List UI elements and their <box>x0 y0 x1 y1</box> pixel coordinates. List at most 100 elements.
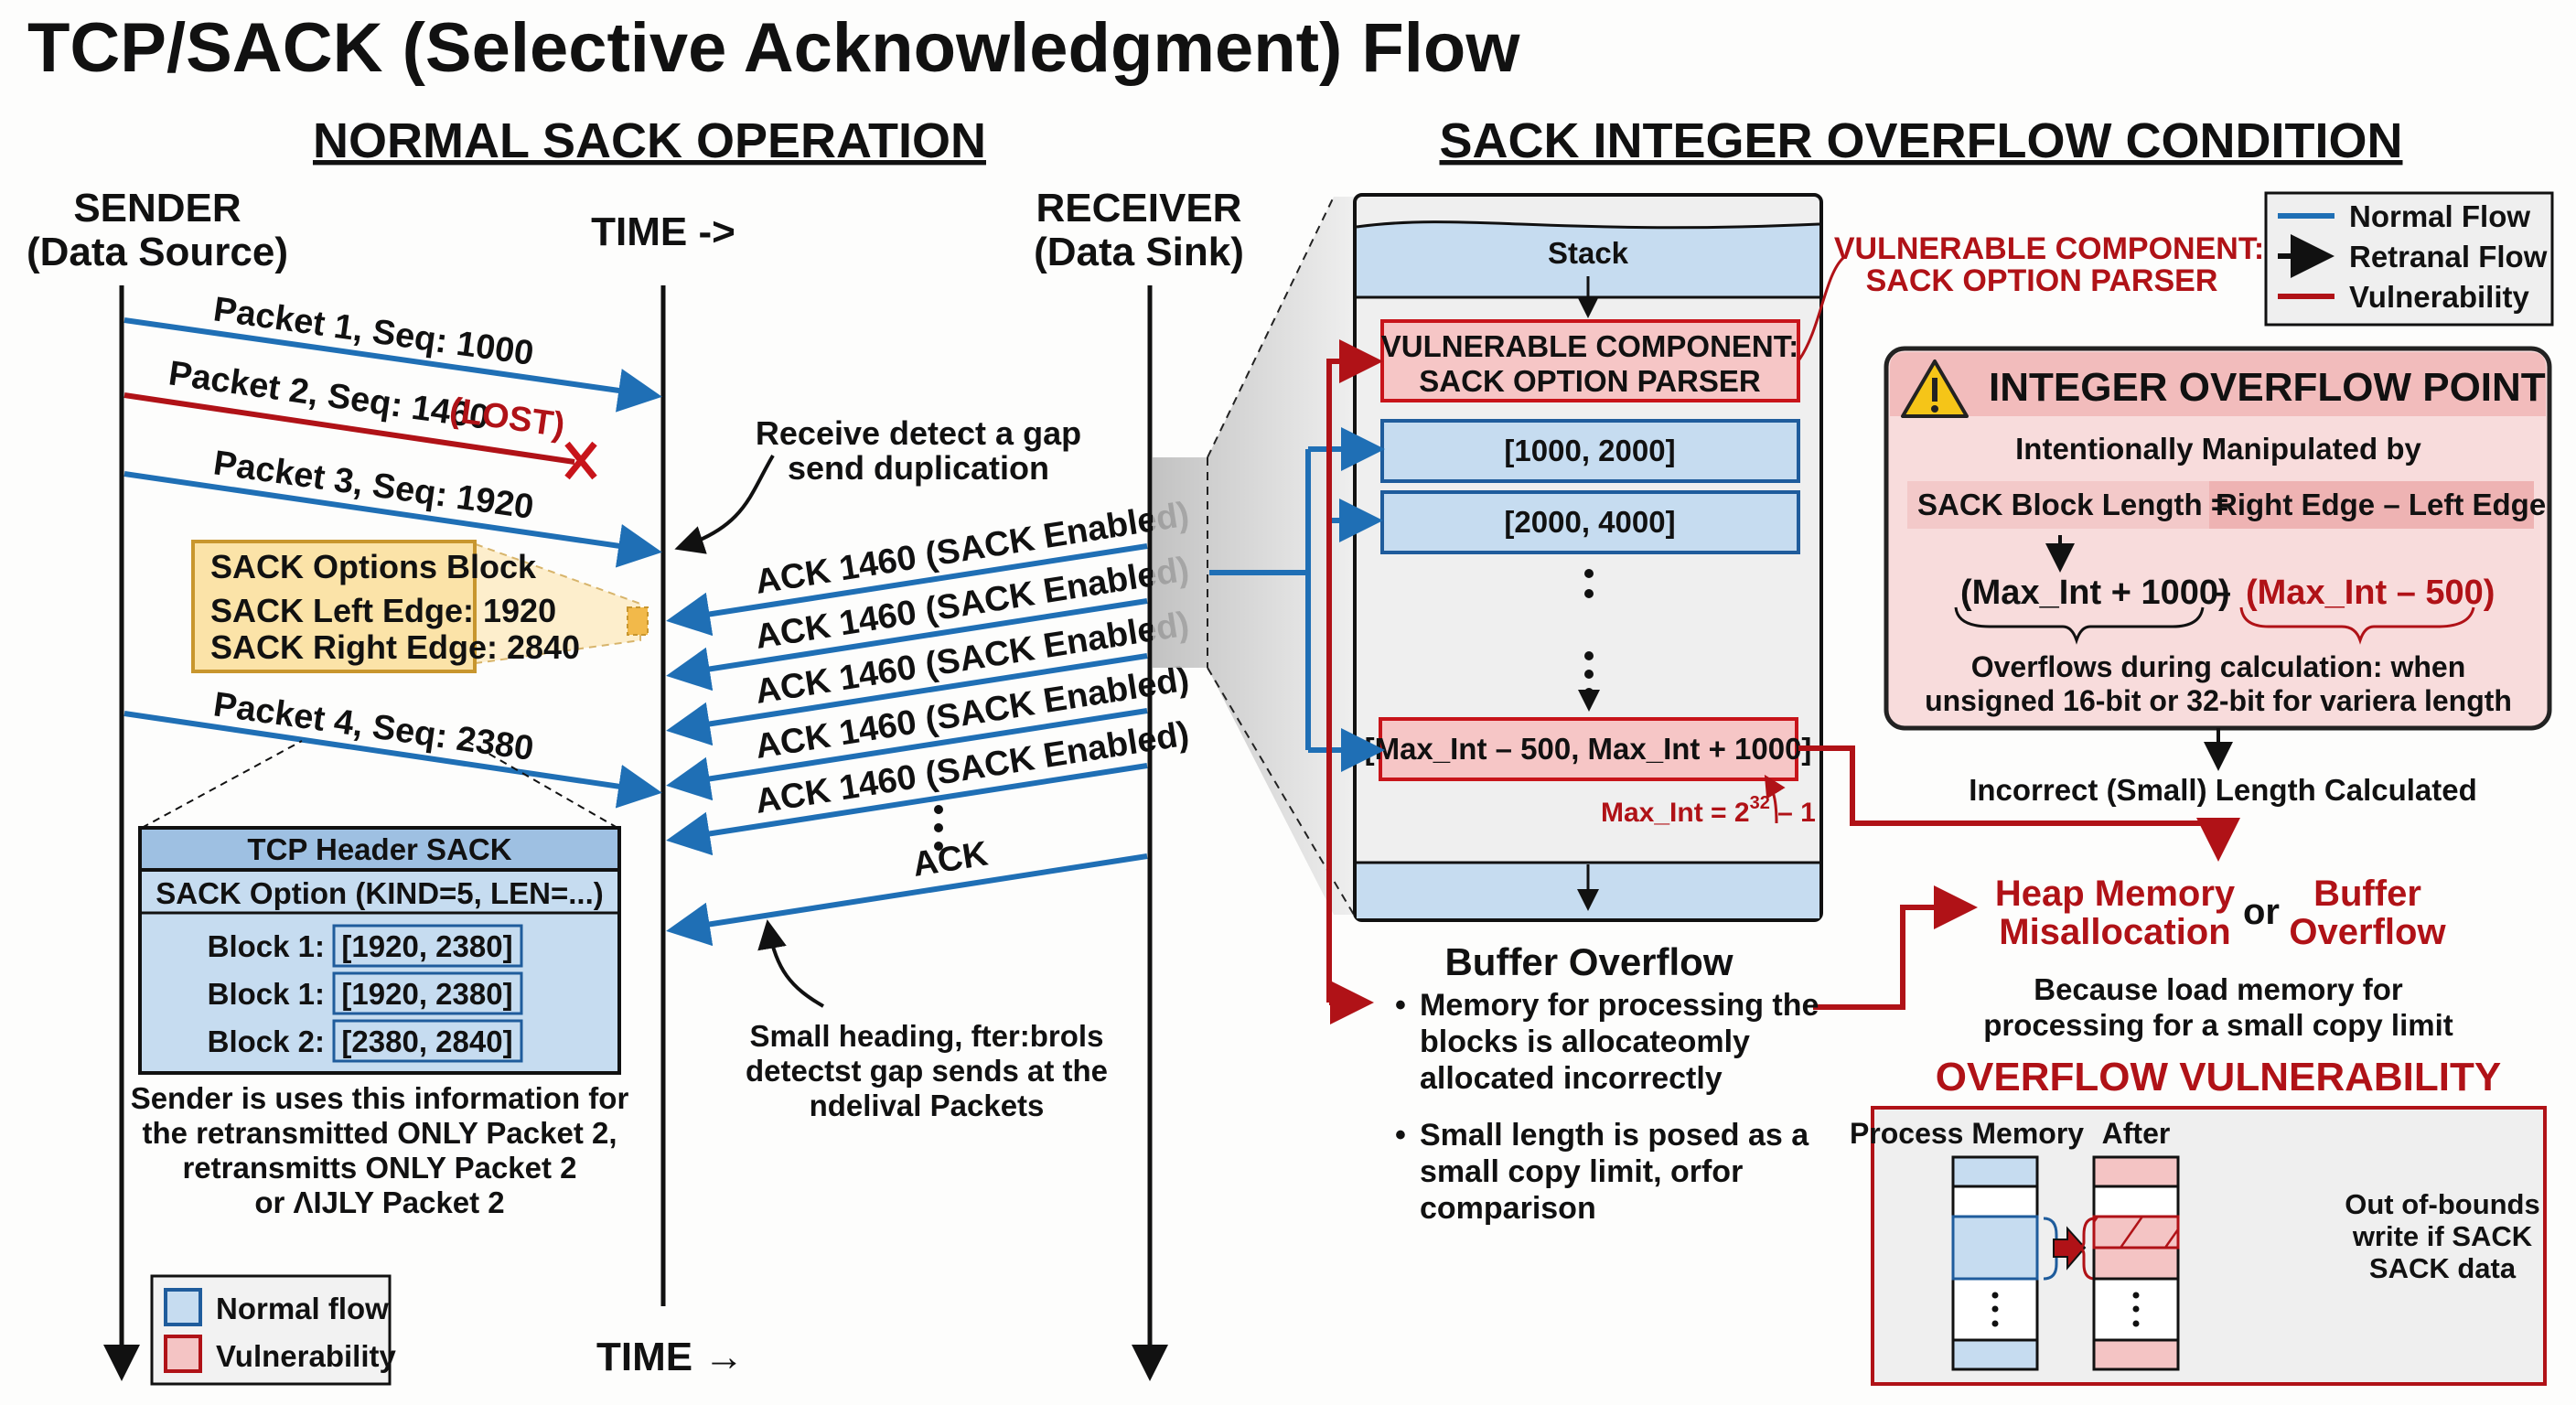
overflow-note-line2: unsigned 16-bit or 32-bit for variera le… <box>1925 684 2512 717</box>
overflow-note-line1: Overflows during calculation: when <box>1971 650 2466 683</box>
legend-vulnerability: Vulnerability <box>2349 280 2529 314</box>
tcp-block-label: Block 1: <box>208 977 325 1011</box>
bullet-text: Small length is posed as a <box>1420 1118 1809 1153</box>
stack-ellipsis <box>1578 569 1600 712</box>
legend-retranal-flow: Retranal Flow <box>2349 240 2548 273</box>
packet-4-arrow <box>123 711 662 809</box>
memory-panel: Process Memory After Out of-bounds write… <box>1850 1106 2547 1386</box>
sender-sublabel: (Data Source) <box>27 230 288 274</box>
bullet-text: small copy limit, orfor <box>1420 1154 1743 1189</box>
tcp-header-sack-panel: TCP Header SACK SACK Option (KIND=5, LEN… <box>138 740 621 1075</box>
tcp-block-range-box <box>332 971 523 1015</box>
packet-2-arrow <box>123 392 575 465</box>
warning-icon <box>1901 359 1969 418</box>
tcp-block-label: Block 1: <box>208 929 325 963</box>
ack-group: ACK 1460 (SACK Enabled)ACK 1460 (SACK En… <box>666 495 1192 856</box>
max-int-exponent: 32 <box>1750 793 1770 813</box>
stack-label: Stack <box>1548 236 1629 270</box>
sack-options-title: SACK Options Block <box>210 548 537 585</box>
vulnerable-component-box: VULNERABLE COMPONENT: SACK OPTION PARSER <box>1380 319 1800 402</box>
overflow-point-title: INTEGER OVERFLOW POINT <box>1989 365 2546 410</box>
tcp-block-range-box <box>332 1019 523 1063</box>
time-label-bottom: TIME → <box>596 1335 744 1379</box>
gap-note-line2: send duplication <box>788 449 1049 487</box>
tcp-block-range-box <box>332 924 523 968</box>
incorrect-length-label: Incorrect (Small) Length Calculated <box>1969 773 2477 807</box>
final-ack-label: ACK <box>910 834 991 884</box>
buffer-line1: Buffer <box>2313 874 2421 914</box>
small-note-pointer-arrow <box>757 919 824 1008</box>
oob-note-line3: SACK data <box>2369 1252 2517 1284</box>
packet-3-arrow <box>123 471 662 568</box>
expr-b: (Max_Int – 500) <box>2246 574 2495 612</box>
legend-normal-flow-label: Normal flow <box>216 1292 389 1325</box>
sender-note-line1: Sender is uses this information for <box>131 1081 629 1115</box>
out-of-bounds-hatch <box>2092 1215 2180 1249</box>
ack-arrow <box>666 543 1148 637</box>
max-int-pointer <box>1764 774 1786 824</box>
sack-block-1-range: [1000, 2000] <box>1504 434 1675 467</box>
sender-note-line4: or ΛIJLY Packet 2 <box>254 1185 504 1219</box>
gap-note-line1: Receive detect a gap <box>756 414 1081 452</box>
buffer-overflow-title: Buffer Overflow <box>1444 940 1733 983</box>
legend-normal-flow-swatch <box>164 1288 202 1326</box>
max-int-note: Max_Int = 232 – 1 <box>1601 793 1816 828</box>
vuln-box-line1: VULNERABLE COMPONENT: <box>1381 329 1799 363</box>
bullet-text: Memory for processing the <box>1420 988 1819 1023</box>
time-label-top: TIME -> <box>591 209 735 254</box>
packet-3-label: Packet 3, Seq: 1920 <box>211 444 536 527</box>
sack-left-edge: SACK Left Edge: 1920 <box>210 592 556 629</box>
overflow-point-subtitle: Intentionally Manipulated by <box>2015 432 2421 466</box>
legend-vulnerability-swatch <box>164 1335 202 1373</box>
sack-options-block: SACK Options Block SACK Left Edge: 1920 … <box>191 540 649 673</box>
bullet-dot: • <box>1395 1118 1406 1153</box>
sack-block-2-range: [2000, 4000] <box>1504 505 1675 539</box>
because-line2: processing for a small copy limit <box>1983 1008 2453 1042</box>
sender-note-line2: the retransmitted ONLY Packet 2, <box>142 1116 617 1150</box>
receiver-sublabel: (Data Sink) <box>1034 230 1244 274</box>
receiver-label: RECEIVER <box>1036 186 1242 231</box>
normal-sack-section-title: NORMAL SACK OPERATION <box>313 113 986 168</box>
vuln-box-line2: SACK OPTION PARSER <box>1419 364 1761 398</box>
max-int-tail: – 1 <box>1770 798 1816 828</box>
expr-op: – <box>2212 574 2231 612</box>
bullet-text: allocated incorrectly <box>1420 1061 1723 1096</box>
tcp-block-range: [1920, 2380] <box>341 977 512 1011</box>
memory-transition-arrow-icon <box>2053 1226 2087 1271</box>
small-note-line1: Small heading, fter:brols <box>750 1019 1104 1053</box>
memory-after-label: After <box>2102 1117 2171 1150</box>
legend-vulnerability-label: Vulnerability <box>216 1339 396 1373</box>
tcp-block-label: Block 2: <box>208 1024 325 1058</box>
right-legend: Normal Flow Retranal Flow Vulnerability <box>2264 191 2554 327</box>
sender-note-line3: retransmitts ONLY Packet 2 <box>182 1151 576 1185</box>
memory-before-column <box>1951 1155 2065 1371</box>
page-title: TCP/SACK (Selective Acknowledgment) Flow <box>27 9 1520 87</box>
or-label: or <box>2243 892 2280 932</box>
ack-arrow <box>666 763 1148 856</box>
ack-ellipsis <box>934 805 943 851</box>
ack-arrow <box>666 653 1148 746</box>
sack-right-edge: SACK Right Edge: 2840 <box>210 628 580 666</box>
because-line1: Because load memory for <box>2034 972 2403 1006</box>
max-int-base: Max_Int = 2 <box>1601 798 1750 828</box>
oob-note-line1: Out of-bounds <box>2345 1188 2540 1220</box>
overflow-block: [Max_Int – 500, Max_Int + 1000] <box>1365 717 1811 781</box>
tcp-block-range: [2380, 2840] <box>341 1024 512 1058</box>
integer-overflow-point-panel: INTEGER OVERFLOW POINT Intentionally Man… <box>1884 346 2552 731</box>
normal-flow-connectors <box>1209 427 1385 772</box>
sack-block-2: [2000, 4000] <box>1380 490 1800 554</box>
vuln-callout-leader <box>1798 256 1845 360</box>
buffer-line2: Overflow <box>2289 912 2446 952</box>
tcp-header-title: TCP Header SACK <box>247 832 511 866</box>
packet-4-label: Packet 4, Seq: 2380 <box>211 685 536 768</box>
bullet-dot: • <box>1395 988 1406 1023</box>
legend-normal-flow: Normal Flow <box>2349 199 2530 233</box>
overflow-vulnerability-title: OVERFLOW VULNERABILITY <box>1936 1055 2501 1099</box>
oob-note-line2: write if SACK <box>2352 1220 2533 1252</box>
memory-after-column <box>2076 1155 2180 1371</box>
ack-arrow <box>666 708 1148 801</box>
tcp-block-range: [1920, 2380] <box>341 929 512 963</box>
overflow-section-title: SACK INTEGER OVERFLOW CONDITION <box>1440 113 2403 168</box>
